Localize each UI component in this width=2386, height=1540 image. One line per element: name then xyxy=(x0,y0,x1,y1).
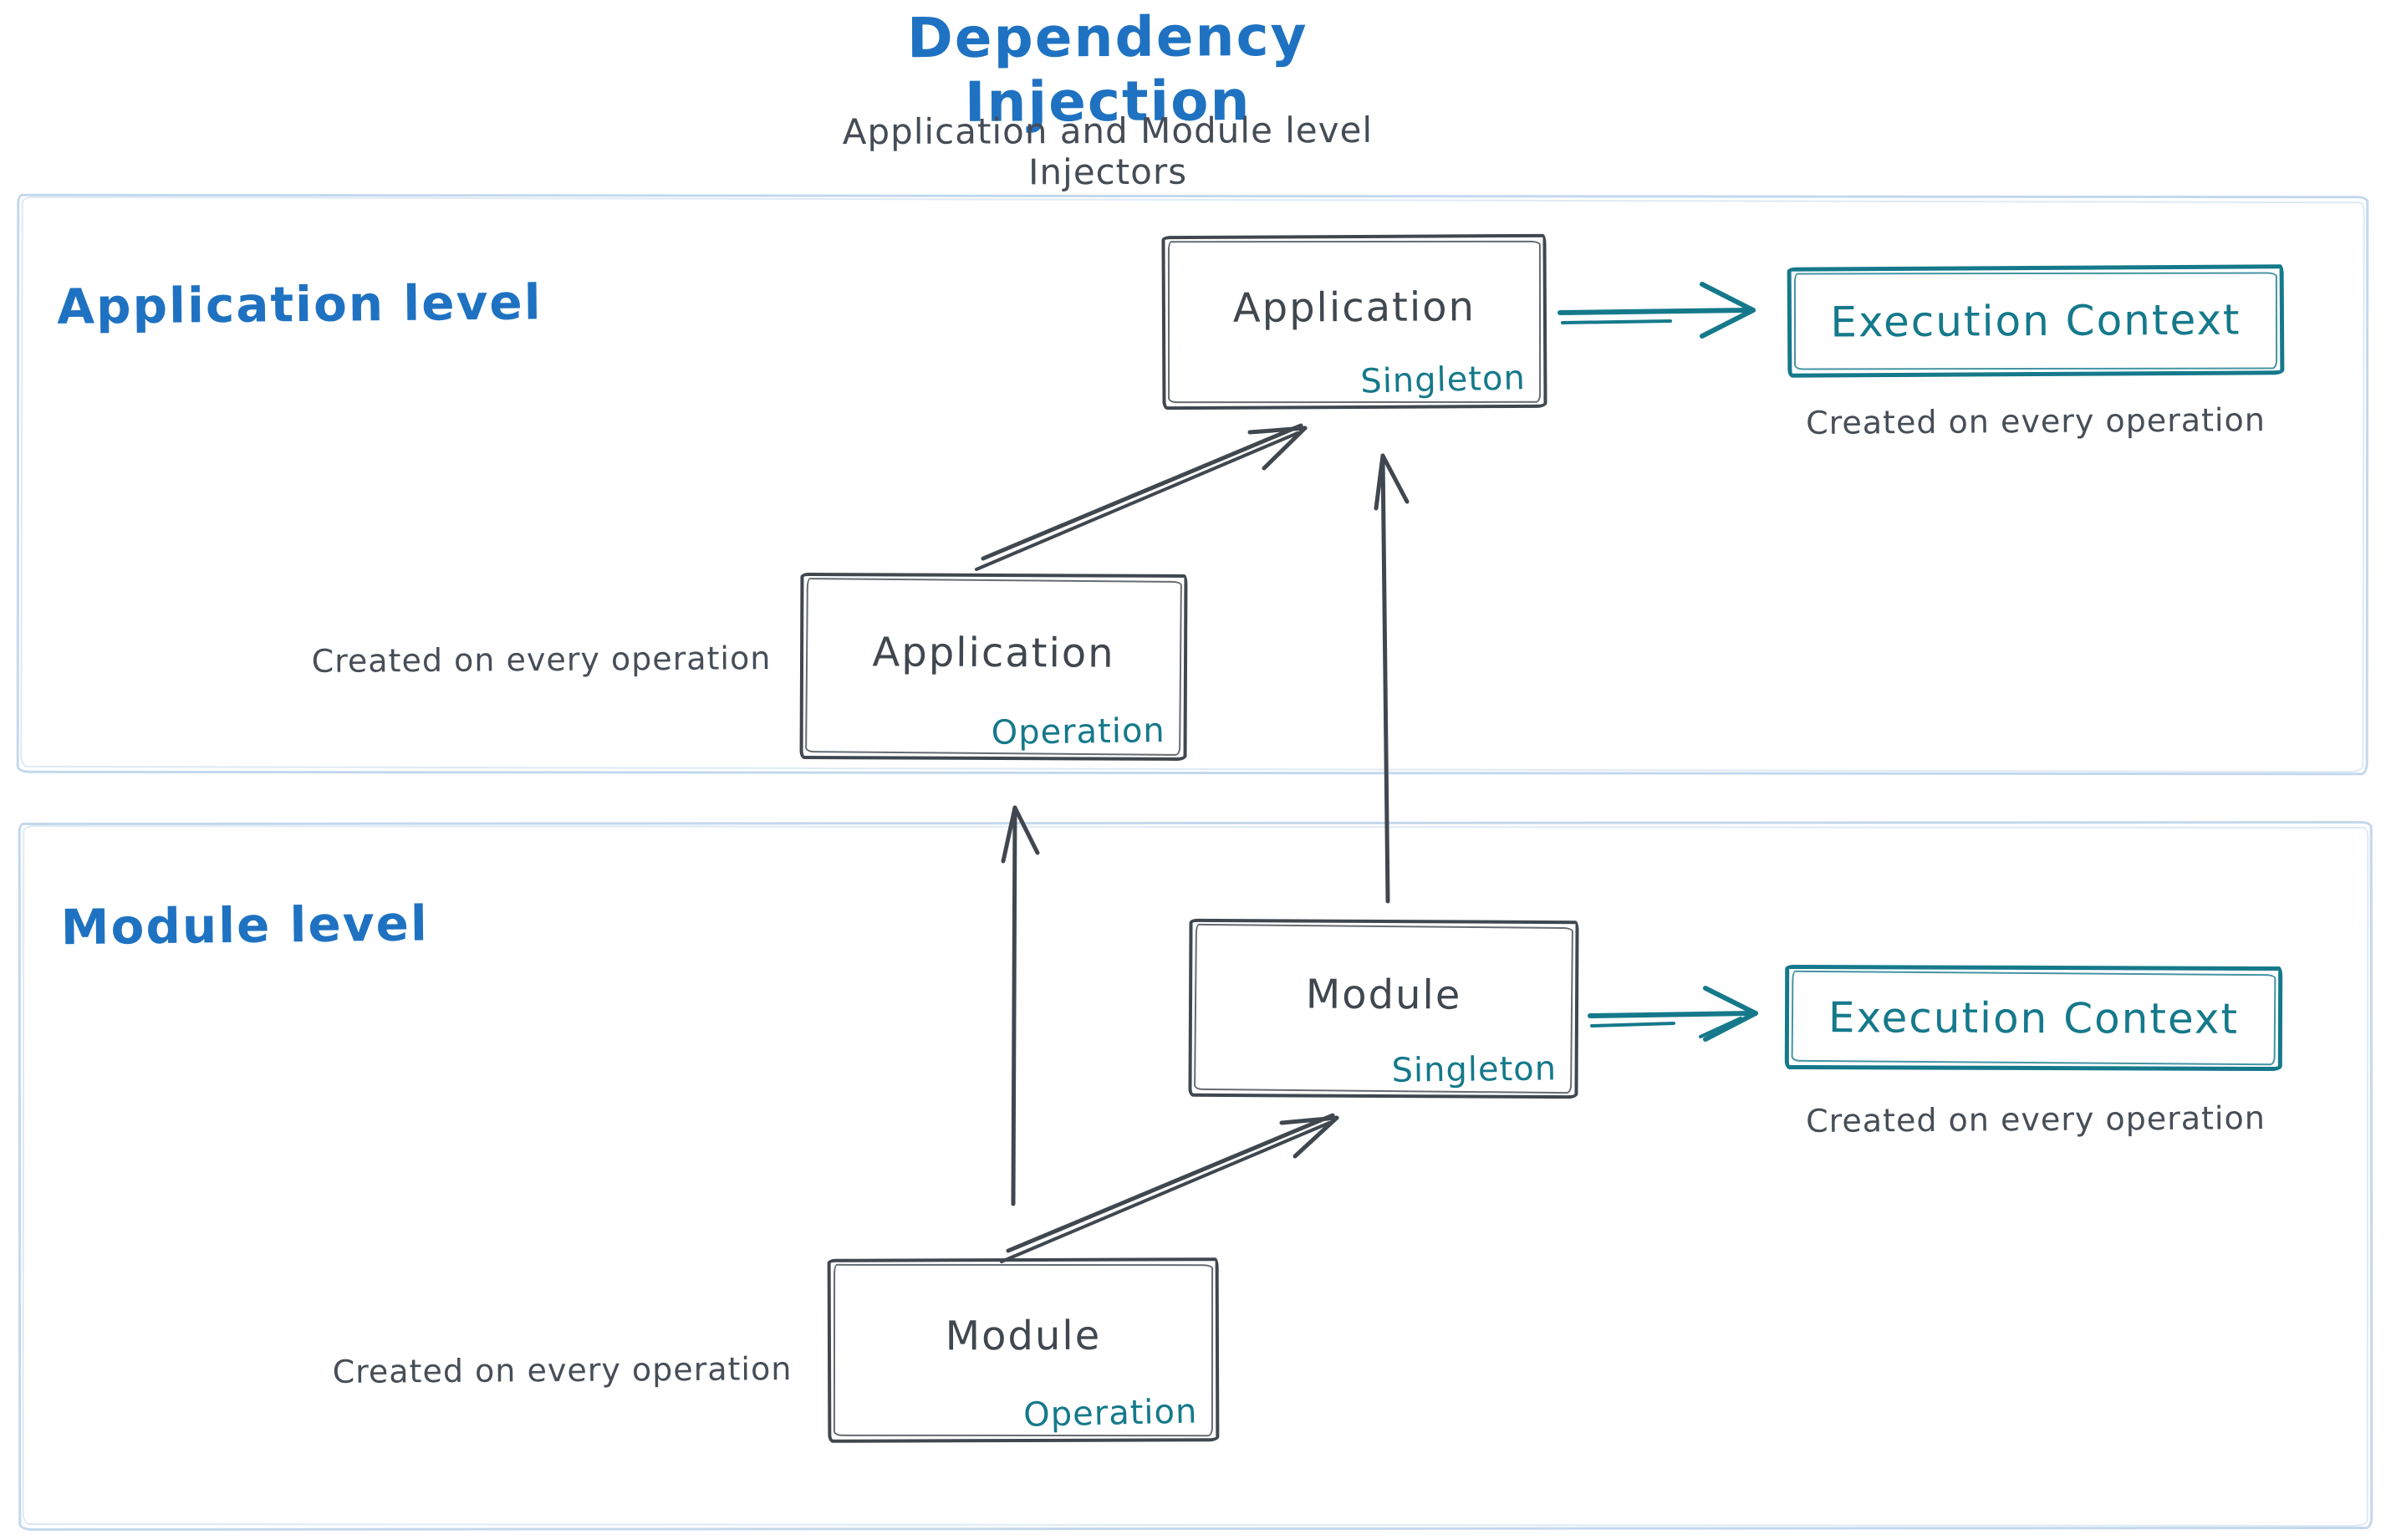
app-execution-context-caption: Created on every operation xyxy=(1805,401,2266,441)
node-badge: Singleton xyxy=(1390,1049,1557,1090)
app-operation-box: Application Operation xyxy=(799,572,1188,762)
node-badge: Operation xyxy=(1022,1392,1198,1435)
node-title: Module xyxy=(945,1312,1102,1360)
module-execution-context-box: Execution Context xyxy=(1784,964,2283,1072)
app-operation-caption: Created on every operation xyxy=(311,640,772,680)
diagram-subtitle: Application and Module level Injectors xyxy=(842,109,1374,193)
node-title: Execution Context xyxy=(1828,992,2240,1043)
module-level-label: Module level xyxy=(60,895,430,956)
module-operation-box: Module Operation xyxy=(827,1257,1220,1443)
module-operation-caption: Created on every operation xyxy=(332,1350,793,1390)
node-badge: Operation xyxy=(991,711,1165,752)
application-level-label: Application level xyxy=(56,273,543,335)
node-title: Module xyxy=(1305,971,1462,1018)
node-title: Application xyxy=(872,628,1115,677)
module-singleton-box: Module Singleton xyxy=(1188,918,1579,1099)
app-singleton-box: Application Singleton xyxy=(1161,233,1547,410)
node-title: Application xyxy=(1232,283,1476,332)
node-title: Execution Context xyxy=(1830,295,2241,347)
node-badge: Singleton xyxy=(1359,359,1526,401)
app-execution-context-box: Execution Context xyxy=(1787,264,2285,378)
module-execution-context-caption: Created on every operation xyxy=(1805,1099,2266,1140)
